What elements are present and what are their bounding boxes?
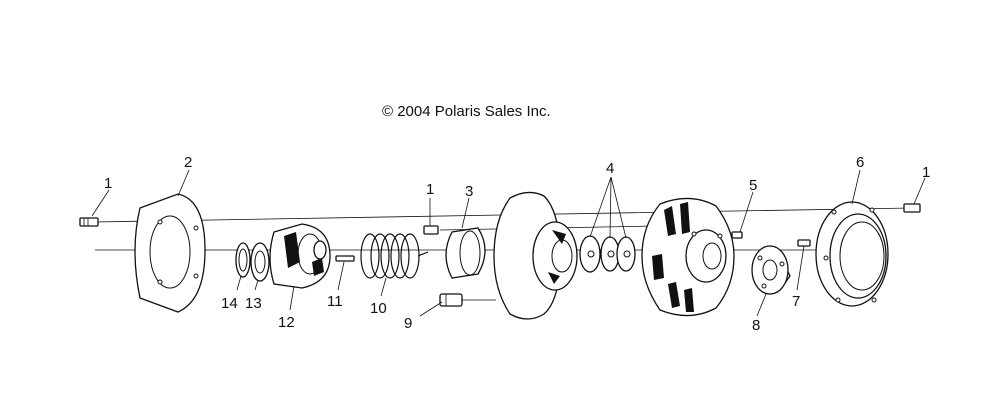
callout-8: 8: [752, 317, 760, 334]
moveable-sheave: [641, 197, 735, 317]
snap-ring: [235, 242, 251, 278]
callout-2: 2: [184, 154, 192, 171]
callout-6: 6: [856, 154, 864, 171]
callout-11: 11: [327, 293, 343, 310]
pin-5: [731, 231, 743, 239]
bushing-ring: [445, 227, 486, 279]
washer-stack: [579, 235, 636, 273]
washer-13: [250, 242, 270, 282]
cam-plate: [751, 245, 791, 295]
callout-12: 12: [278, 314, 295, 331]
callout-labels: 1 2 14 13 12 11 1 10 3 9 4 5 8 7 6 1: [104, 154, 930, 334]
callout-leaders: [91, 169, 926, 317]
callout-13: 13: [245, 295, 262, 312]
callout-14: 14: [221, 295, 238, 312]
callout-3: 3: [465, 183, 473, 200]
callout-10: 10: [370, 300, 387, 317]
callout-7: 7: [792, 293, 800, 310]
outer-cover: [815, 201, 889, 307]
callout-1-left: 1: [104, 175, 112, 192]
screw-7: [797, 239, 811, 247]
callout-4: 4: [606, 160, 614, 177]
callout-1-middle: 1: [426, 181, 434, 198]
callout-9: 9: [404, 315, 412, 332]
cover-plate: [134, 193, 206, 313]
plug: [439, 293, 496, 307]
callout-1-right: 1: [922, 164, 930, 181]
roller-pin: [335, 255, 355, 262]
callout-5: 5: [749, 177, 757, 194]
helix-cam: [269, 223, 331, 289]
copyright-notice: © 2004 Polaris Sales Inc.: [382, 103, 551, 120]
bolt-left: [79, 217, 99, 227]
bolt-right: [903, 203, 921, 213]
bolt-middle: [423, 225, 439, 235]
stationary-sheave: [493, 191, 578, 320]
compression-spring: [360, 233, 429, 279]
